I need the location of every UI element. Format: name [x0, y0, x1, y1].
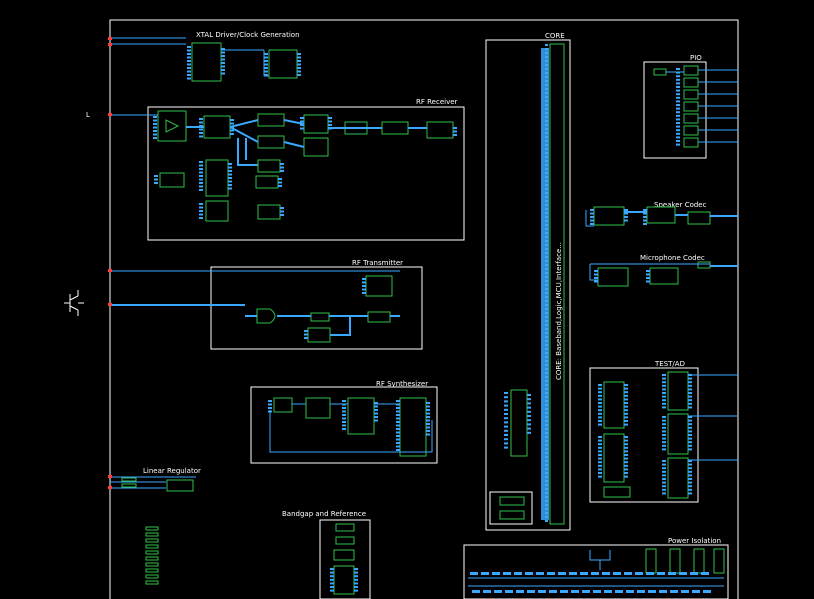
- linear-regulator-label: Linear Regulator: [143, 467, 201, 475]
- chip-outline: [109, 19, 739, 599]
- microphone-codec-label: Microphone Codec: [640, 254, 705, 262]
- rf-receiver-block[interactable]: RF Receiver L: [86, 98, 465, 241]
- speaker-codec-label: Speaker Codec: [654, 201, 707, 209]
- bandgap-block[interactable]: Bandgap and Reference: [282, 510, 371, 599]
- test-ad-label: TEST/AD: [654, 360, 685, 368]
- decoupling-cap-stack: [145, 526, 159, 585]
- pin-rows: [153, 44, 711, 593]
- rf-transmitter-block[interactable]: RF Transmitter: [108, 259, 423, 350]
- xtal-label: XTAL Driver/Clock Generation: [196, 31, 300, 39]
- core-block[interactable]: CORE CORE: Baseband,Logic,MCU,Interface.…: [485, 32, 571, 531]
- pin-letter: L: [86, 111, 90, 119]
- linear-regulator-block[interactable]: Linear Regulator: [108, 467, 201, 492]
- pio-block[interactable]: PIO: [643, 54, 738, 159]
- xtal-block[interactable]: XTAL Driver/Clock Generation: [108, 31, 300, 82]
- power-isolation-label: Power Isolation: [668, 537, 721, 545]
- rf-receiver-label: RF Receiver: [416, 98, 458, 106]
- power-isolation-block[interactable]: Power Isolation: [463, 537, 729, 599]
- test-ad-block[interactable]: TEST/AD: [589, 360, 738, 503]
- rf-synthesizer-label: RF Synthesizer: [376, 380, 428, 388]
- rf-transmitter-label: RF Transmitter: [352, 259, 403, 267]
- bandgap-label: Bandgap and Reference: [282, 510, 366, 518]
- pio-label: PIO: [690, 54, 702, 62]
- core-vertical-label: CORE: Baseband,Logic,MCU,Interface...: [555, 242, 563, 380]
- speaker-codec-block[interactable]: Speaker Codec: [585, 201, 738, 227]
- core-label: CORE: [545, 32, 565, 40]
- microphone-codec-block[interactable]: Microphone Codec: [589, 254, 738, 287]
- transistor-symbol: [64, 290, 84, 316]
- rf-synthesizer-block[interactable]: RF Synthesizer: [250, 380, 438, 464]
